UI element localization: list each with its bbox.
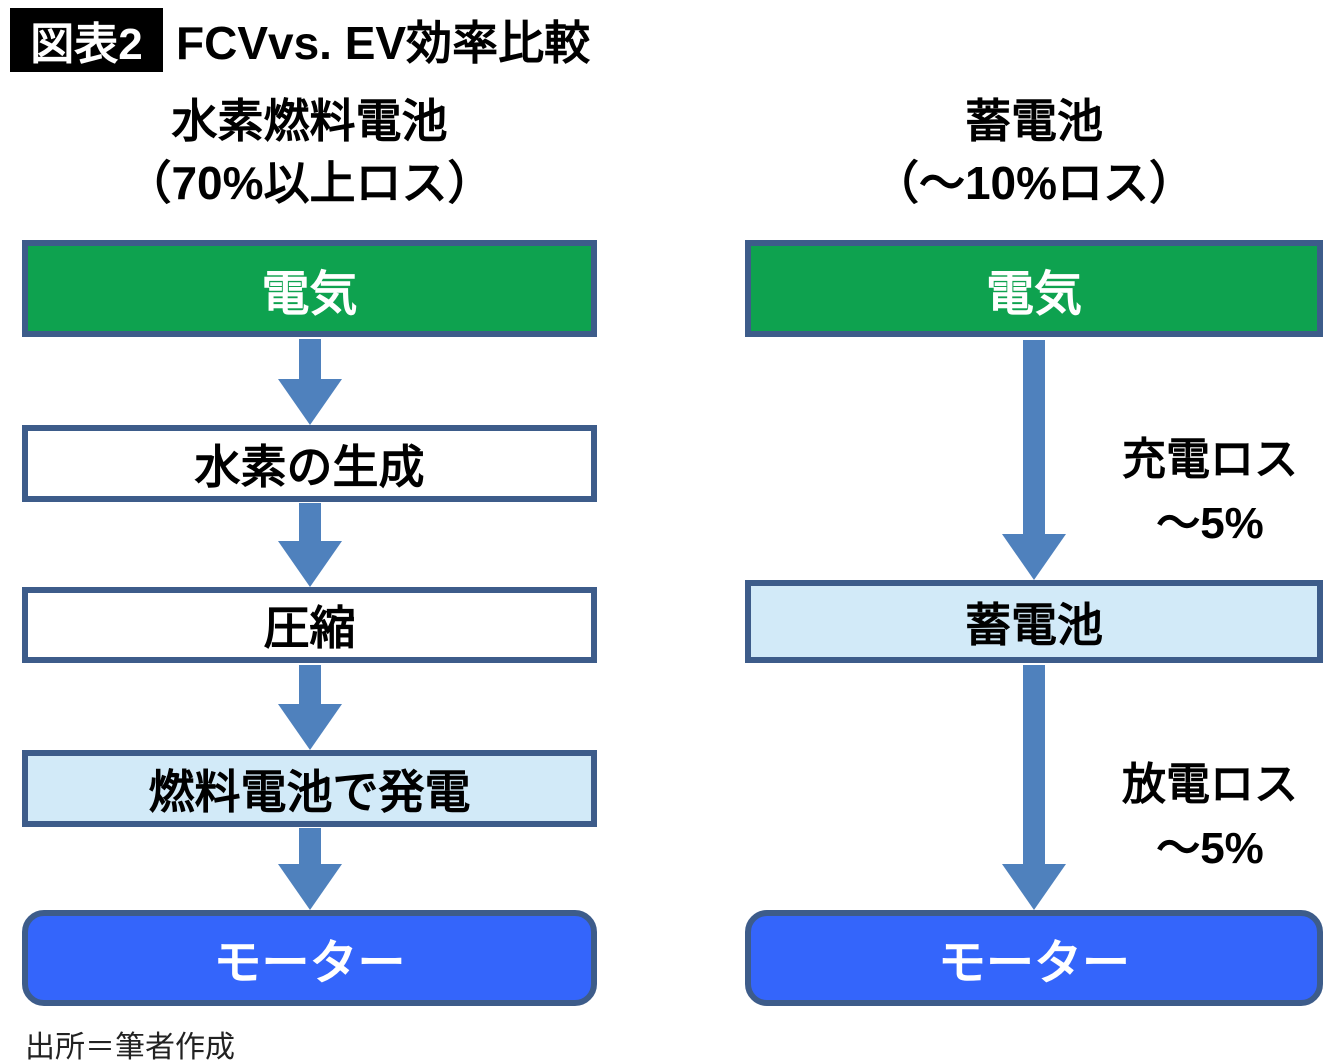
right-step-electricity: 電気	[745, 240, 1323, 337]
arrow-stem	[1023, 665, 1045, 864]
charge-loss-line2: ～5%	[1156, 499, 1264, 548]
figure-title: FCVvs. EV効率比較	[176, 17, 591, 69]
left-step-fuel-cell-generation: 燃料電池で発電	[22, 750, 597, 827]
down-arrow	[1002, 340, 1066, 580]
source-note: 出所＝筆者作成	[25, 1031, 235, 1064]
down-arrow	[278, 503, 342, 587]
right-step-motor: モーター	[745, 910, 1323, 1006]
arrow-head	[278, 704, 342, 750]
arrow-stem	[299, 339, 321, 379]
figure-number-badge: 図表2	[10, 8, 163, 72]
arrow-stem	[1023, 340, 1045, 534]
right-step-battery: 蓄電池	[745, 580, 1323, 663]
discharge-loss-line1: 放電ロス	[1122, 760, 1298, 809]
arrow-head	[278, 379, 342, 425]
left-column-header-line2: （70%以上ロス）	[125, 157, 494, 209]
discharge-loss-label: 放電ロス ～5%	[1090, 753, 1330, 881]
right-column-header: 蓄電池 （～10%ロス）	[745, 90, 1323, 214]
arrow-head	[278, 864, 342, 910]
right-column-header-line1: 蓄電池	[965, 95, 1103, 147]
down-arrow	[278, 828, 342, 910]
down-arrow	[1002, 665, 1066, 910]
left-step-hydrogen-production: 水素の生成	[22, 425, 597, 502]
left-column-header: 水素燃料電池 （70%以上ロス）	[22, 90, 597, 214]
right-column-header-line2: （～10%ロス）	[872, 157, 1196, 209]
arrow-stem	[299, 503, 321, 541]
left-column-header-line1: 水素燃料電池	[171, 95, 448, 147]
down-arrow	[278, 339, 342, 425]
arrow-head	[278, 541, 342, 587]
arrow-head	[1002, 864, 1066, 910]
discharge-loss-line2: ～5%	[1156, 824, 1264, 873]
arrow-stem	[299, 665, 321, 704]
left-step-electricity: 電気	[22, 240, 597, 337]
left-step-compression: 圧縮	[22, 587, 597, 663]
arrow-head	[1002, 534, 1066, 580]
arrow-stem	[299, 828, 321, 864]
charge-loss-label: 充電ロス ～5%	[1090, 428, 1330, 556]
down-arrow	[278, 665, 342, 750]
left-step-motor: モーター	[22, 910, 597, 1006]
charge-loss-line1: 充電ロス	[1122, 435, 1298, 484]
